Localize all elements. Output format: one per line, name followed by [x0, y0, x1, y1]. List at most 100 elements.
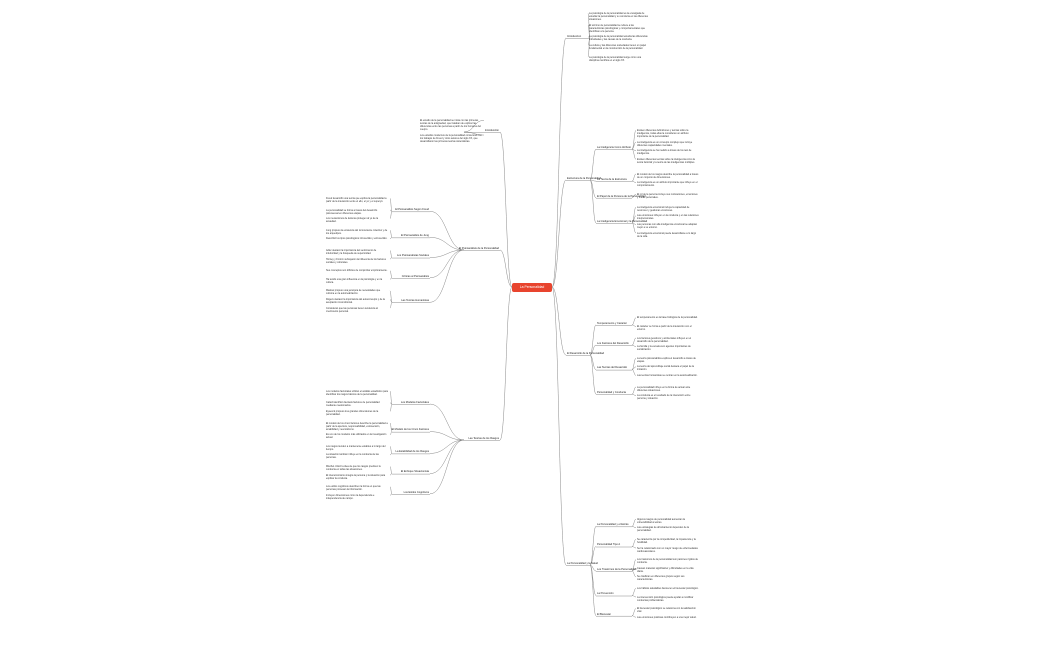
- sub-topic[interactable]: La Inteligencia Emocional y la Personali…: [597, 219, 648, 223]
- branch-connector: [499, 249, 513, 288]
- sub-connector: [429, 431, 465, 441]
- note-connector: [389, 257, 393, 260]
- sub-connector: [429, 211, 465, 251]
- note-connector: [389, 422, 393, 432]
- sub-topic[interactable]: Las Teorías Humanistas: [401, 299, 429, 303]
- sub-topic[interactable]: El Enfoque Situacionista: [400, 470, 429, 474]
- note-connector: [389, 446, 393, 454]
- sub-connector: [589, 354, 597, 370]
- note-text: La situación también influye en la condu…: [326, 453, 379, 460]
- note-connector: [389, 299, 393, 303]
- sub-connector: [589, 324, 597, 356]
- sub-topic[interactable]: El Papel de la Persona de la Personalida…: [597, 194, 646, 198]
- note-text: Se ha relacionado con un mayor riesgo de…: [637, 546, 698, 553]
- branch-topic[interactable]: Las Teorías de los Rasgos: [468, 436, 499, 440]
- sub-topic[interactable]: Las Teorías del Desarrollo: [597, 366, 628, 370]
- note-connector: [631, 559, 637, 572]
- sub-topic[interactable]: Los Modelos Factoriales: [400, 400, 429, 404]
- sub-topic[interactable]: Temperamento y Carácter: [597, 321, 627, 325]
- note-text: El carácter se forma a partir de la inte…: [637, 324, 692, 331]
- note-connector: [631, 539, 637, 547]
- note-text: Los estilos cognitivos describen la form…: [326, 485, 381, 492]
- sub-topic[interactable]: El Psicoanálisis de Jung: [401, 234, 429, 238]
- note-connector: [631, 518, 637, 527]
- note-text: El rol de la persona incluye sus motivac…: [637, 192, 698, 199]
- note-connector: [389, 302, 393, 309]
- note-text: El término de personalidad se refiere a …: [589, 23, 645, 33]
- note-connector: [389, 486, 393, 495]
- note-text: Las estrategias de afrontamiento depende…: [637, 526, 689, 533]
- note-text: La inteligencia es un atributo important…: [637, 181, 698, 188]
- central-topic[interactable]: La Personalidad: [512, 283, 552, 292]
- note-connector: [631, 180, 637, 183]
- branch-topic[interactable]: El Desarrollo de la Personalidad: [567, 351, 605, 355]
- note-text: Maslow propuso una jerarquía de necesida…: [326, 289, 381, 296]
- sub-topic[interactable]: Críticas al Psicoanálisis: [401, 274, 429, 278]
- note-text: Algunos rasgos de personalidad aumentan …: [637, 517, 685, 524]
- note-text: La familia y la escuela son agentes impo…: [637, 345, 691, 352]
- sub-topic[interactable]: La Prevención: [597, 592, 614, 596]
- note-text: La intervención psicológica puede ayudar…: [637, 595, 694, 602]
- note-text: Los estudios modernos de la personalidad…: [420, 133, 482, 143]
- note-text: Existen diferentes teorías sobre la inte…: [637, 157, 695, 164]
- sub-connector: [589, 344, 597, 356]
- sub-topic[interactable]: Los Factores del Desarrollo: [597, 341, 629, 345]
- sub-topic[interactable]: Personalidad y Conducta: [597, 390, 626, 394]
- sub-connector: [589, 148, 597, 181]
- note-connector: [389, 390, 393, 405]
- sub-connector: [429, 439, 465, 454]
- note-text: Incluyen dimensiones como la dependencia…: [326, 493, 375, 500]
- note-text: Se clasifican en diferentes grupos según…: [637, 575, 685, 582]
- note-text: Rogers destacó la importancia del autoco…: [326, 297, 385, 305]
- note-text: Los factores genéticos y ambientales inf…: [637, 336, 692, 343]
- sub-topic[interactable]: Los Trastornos de la Personalidad: [597, 567, 637, 571]
- note-connector: [631, 324, 637, 327]
- branch-topic[interactable]: La Personalidad y la Salud: [567, 561, 598, 565]
- sub-topic[interactable]: El Modelo de los Cinco Factores: [391, 428, 429, 432]
- note-connector: [389, 493, 393, 496]
- sub-topic[interactable]: La Teoría de la Estructura: [597, 177, 627, 181]
- note-connector: [631, 526, 637, 529]
- note-text: Las emociones positivas contribuyen a un…: [637, 615, 697, 619]
- note-connector: [631, 595, 637, 598]
- note-text: La inteligencia emocional incluye la cap…: [637, 205, 690, 212]
- sub-topic[interactable]: Los Psicoanalistas Sociales: [396, 254, 429, 258]
- note-text: Horney y Fromm subrayaron la influencia …: [326, 257, 386, 264]
- note-connector: [631, 222, 637, 234]
- sub-topic[interactable]: Personalidad Tipo A: [597, 543, 621, 547]
- note-text: Consideran que las personas tienen tende…: [326, 306, 378, 313]
- note-connector: [631, 130, 637, 150]
- note-text: Existen diferentes definiciones y teoría…: [637, 128, 689, 139]
- branch-topic[interactable]: Estructura de la Personalidad: [567, 176, 602, 180]
- sub-topic[interactable]: La Estabilidad de los Rasgos: [395, 450, 429, 454]
- note-text: Los modelos factoriales utilizan el anál…: [326, 389, 388, 396]
- sub-connector: [589, 354, 597, 395]
- sub-topic[interactable]: El Bienestar: [597, 612, 611, 616]
- branch-topic[interactable]: Introduccion: [567, 34, 582, 38]
- note-connector: [631, 393, 637, 396]
- branch-topic[interactable]: Introducción: [484, 128, 499, 132]
- sub-topic[interactable]: La Personalidad y el Estrés: [597, 523, 629, 527]
- note-text: Los rasgos tienden a mantenerse estables…: [326, 444, 386, 451]
- branch-topic[interactable]: El Psicoanálisis de la Personalidad: [458, 246, 499, 250]
- note-connector: [389, 211, 393, 219]
- note-text: Describió los tipos psicológicos introve…: [326, 237, 388, 241]
- sub-topic[interactable]: El Psicoanálisis Según Freud: [395, 208, 429, 212]
- note-connector: [631, 173, 637, 182]
- note-text: Jung propuso la existencia del inconscie…: [326, 228, 388, 235]
- note-connector: [631, 141, 637, 150]
- note-text: El bienestar psicológico se relaciona co…: [637, 607, 696, 614]
- note-text: La conducta es el resultado de la intera…: [637, 394, 691, 401]
- note-connector: [631, 570, 637, 578]
- sub-connector: [589, 179, 597, 198]
- note-text: Las teorías humanistas se centran en la …: [637, 373, 698, 377]
- note-text: Causan malestar significativo y dificult…: [637, 566, 694, 573]
- sub-topic[interactable]: La Inteligencia Como Atributo: [597, 146, 631, 149]
- note-connector: [389, 473, 393, 476]
- note-connector: [631, 615, 637, 618]
- sub-topic[interactable]: Los Estilos Cognitivos: [403, 490, 429, 494]
- sub-connector: [429, 249, 465, 278]
- sub-connector: [589, 526, 597, 566]
- note-text: La cultura y las diferentes sociedades t…: [589, 43, 647, 50]
- note-text: Los mecanismos de defensa protegen al yo…: [326, 217, 379, 224]
